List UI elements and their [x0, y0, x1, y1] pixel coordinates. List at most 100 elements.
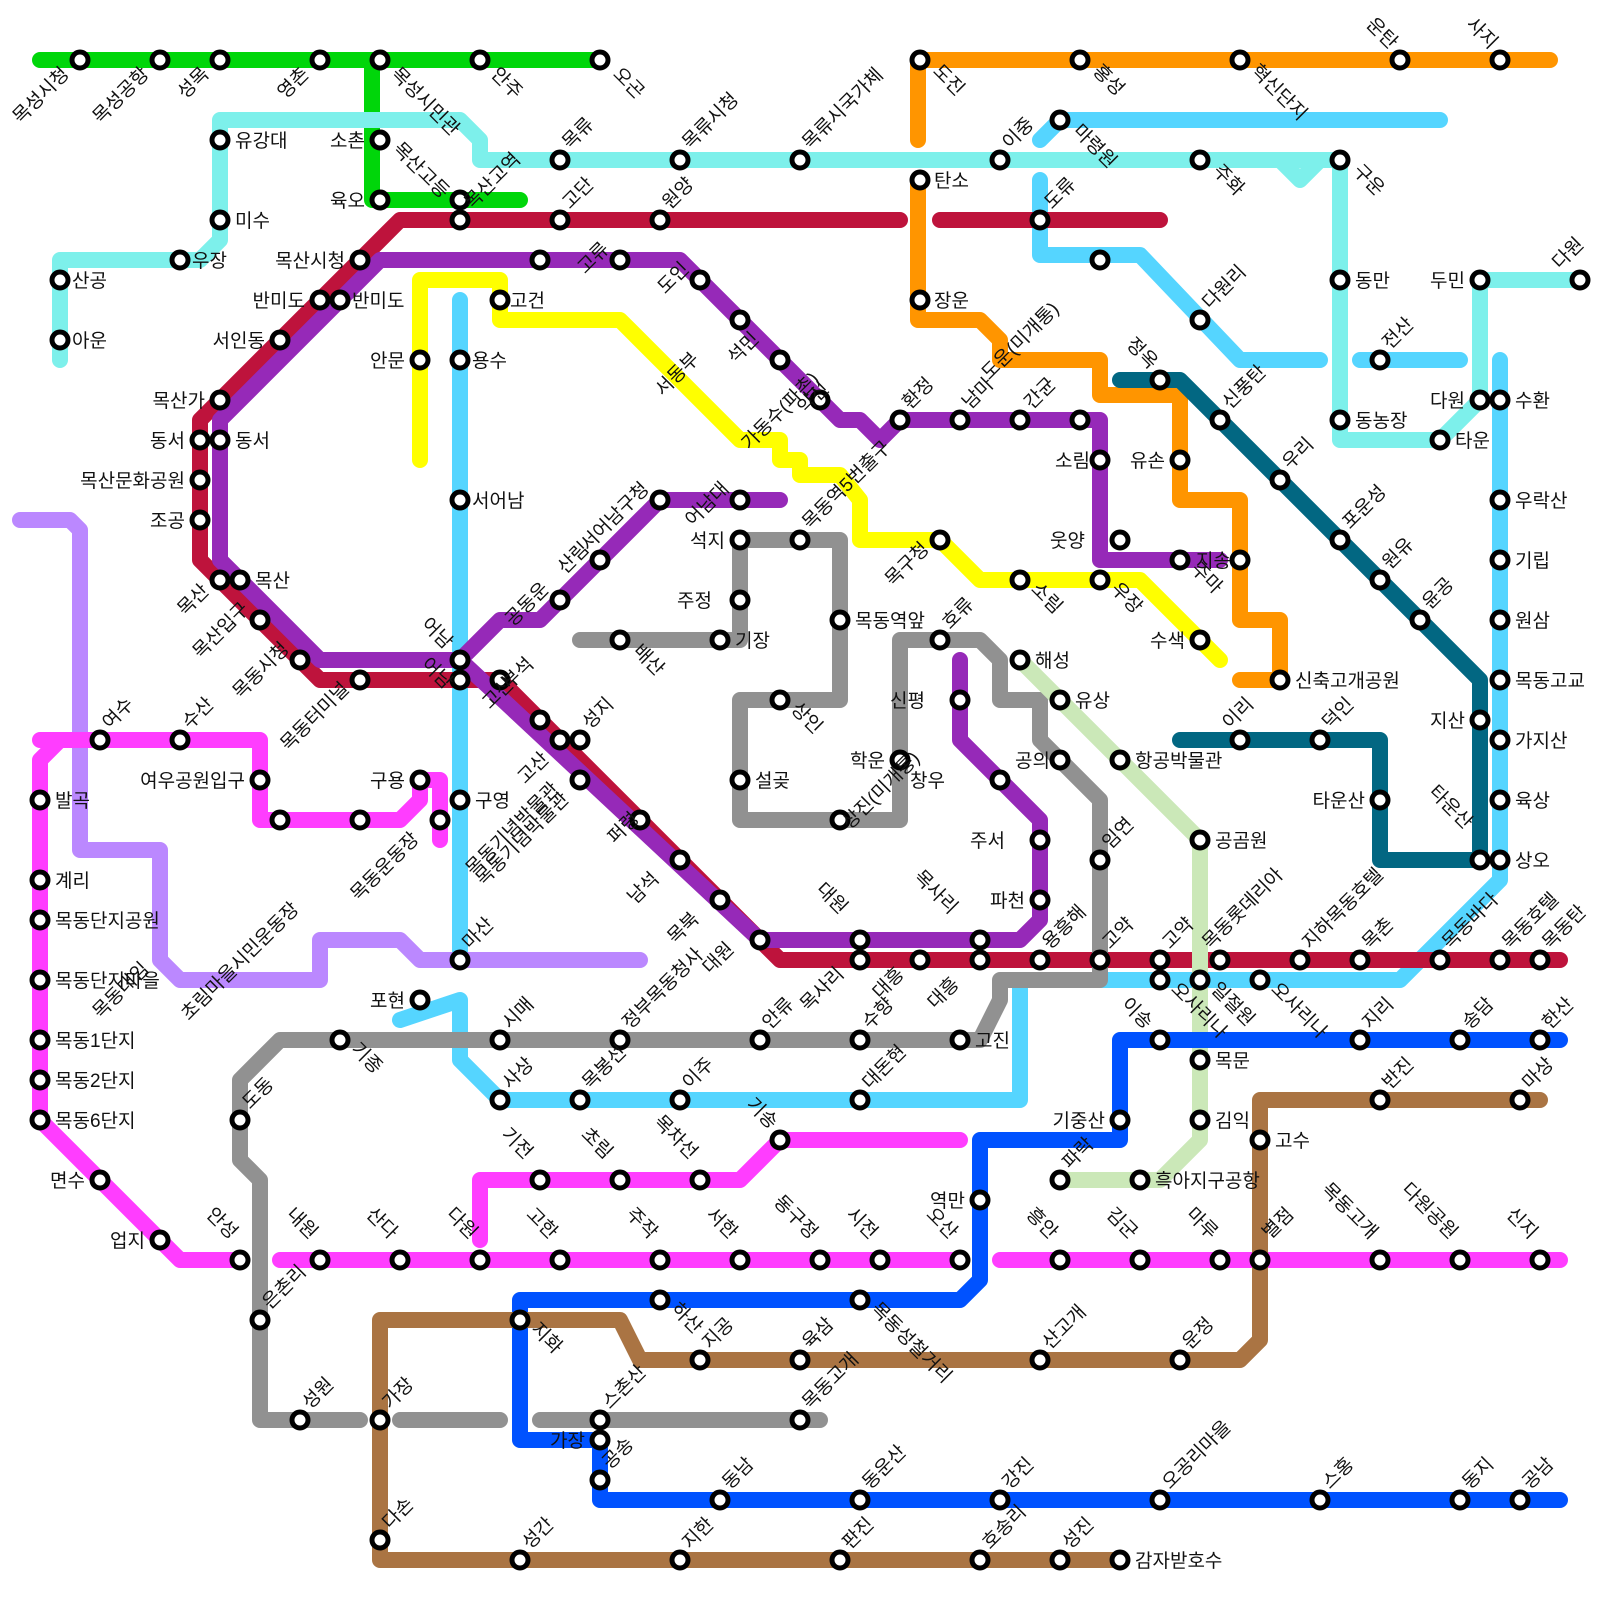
station-marker[interactable]: [432, 812, 448, 828]
station-marker[interactable]: [52, 332, 68, 348]
station-marker[interactable]: [352, 252, 368, 268]
station-marker[interactable]: [572, 1092, 588, 1108]
station-marker[interactable]: [452, 212, 468, 228]
station-marker[interactable]: [32, 972, 48, 988]
station-marker[interactable]: [1052, 112, 1068, 128]
station-marker[interactable]: [92, 732, 108, 748]
station-marker[interactable]: [1532, 1032, 1548, 1048]
station-marker[interactable]: [792, 532, 808, 548]
station-marker[interactable]: [372, 192, 388, 208]
station-marker[interactable]: [1032, 212, 1048, 228]
station-marker[interactable]: [1252, 1132, 1268, 1148]
station-marker[interactable]: [1332, 412, 1348, 428]
station-marker[interactable]: [852, 932, 868, 948]
station-marker[interactable]: [732, 532, 748, 548]
station-marker[interactable]: [32, 1112, 48, 1128]
station-marker[interactable]: [1492, 612, 1508, 628]
station-marker[interactable]: [1492, 732, 1508, 748]
station-marker[interactable]: [692, 1172, 708, 1188]
station-marker[interactable]: [1492, 492, 1508, 508]
station-marker[interactable]: [1012, 572, 1028, 588]
station-marker[interactable]: [732, 772, 748, 788]
station-marker[interactable]: [852, 1032, 868, 1048]
station-marker[interactable]: [1212, 1252, 1228, 1268]
station-marker[interactable]: [1372, 352, 1388, 368]
station-marker[interactable]: [232, 572, 248, 588]
station-marker[interactable]: [492, 1092, 508, 1108]
station-marker[interactable]: [672, 1092, 688, 1108]
station-marker[interactable]: [912, 52, 928, 68]
station-marker[interactable]: [692, 1352, 708, 1368]
station-marker[interactable]: [972, 1192, 988, 1208]
station-marker[interactable]: [592, 1472, 608, 1488]
station-marker[interactable]: [1492, 392, 1508, 408]
station-marker[interactable]: [1572, 272, 1588, 288]
station-marker[interactable]: [1052, 1172, 1068, 1188]
station-marker[interactable]: [452, 652, 468, 668]
station-marker[interactable]: [1352, 952, 1368, 968]
station-marker[interactable]: [1412, 612, 1428, 628]
station-marker[interactable]: [1192, 972, 1208, 988]
station-marker[interactable]: [172, 732, 188, 748]
station-marker[interactable]: [992, 772, 1008, 788]
station-marker[interactable]: [992, 1492, 1008, 1508]
station-marker[interactable]: [1472, 392, 1488, 408]
station-marker[interactable]: [1152, 1492, 1168, 1508]
station-marker[interactable]: [252, 612, 268, 628]
station-marker[interactable]: [1472, 712, 1488, 728]
station-marker[interactable]: [1072, 52, 1088, 68]
station-marker[interactable]: [1472, 852, 1488, 868]
station-marker[interactable]: [972, 1552, 988, 1568]
station-marker[interactable]: [1012, 412, 1028, 428]
station-marker[interactable]: [1052, 692, 1068, 708]
station-marker[interactable]: [952, 1032, 968, 1048]
station-marker[interactable]: [652, 1252, 668, 1268]
station-marker[interactable]: [992, 152, 1008, 168]
station-marker[interactable]: [292, 1412, 308, 1428]
station-marker[interactable]: [1112, 1112, 1128, 1128]
station-marker[interactable]: [32, 912, 48, 928]
station-marker[interactable]: [1332, 272, 1348, 288]
station-marker[interactable]: [1232, 52, 1248, 68]
station-marker[interactable]: [412, 992, 428, 1008]
station-marker[interactable]: [1092, 452, 1108, 468]
station-marker[interactable]: [412, 772, 428, 788]
station-marker[interactable]: [852, 1492, 868, 1508]
station-marker[interactable]: [1512, 1092, 1528, 1108]
station-marker[interactable]: [552, 592, 568, 608]
station-marker[interactable]: [472, 52, 488, 68]
station-marker[interactable]: [1512, 1492, 1528, 1508]
station-marker[interactable]: [592, 1432, 608, 1448]
station-marker[interactable]: [1092, 252, 1108, 268]
station-marker[interactable]: [1492, 852, 1508, 868]
station-marker[interactable]: [212, 52, 228, 68]
station-marker[interactable]: [1252, 1252, 1268, 1268]
station-marker[interactable]: [1032, 832, 1048, 848]
station-marker[interactable]: [232, 1112, 248, 1128]
station-marker[interactable]: [1212, 412, 1228, 428]
station-marker[interactable]: [1152, 1032, 1168, 1048]
station-marker[interactable]: [852, 952, 868, 968]
station-marker[interactable]: [1032, 1352, 1048, 1368]
station-marker[interactable]: [612, 632, 628, 648]
station-marker[interactable]: [1432, 952, 1448, 968]
station-marker[interactable]: [452, 352, 468, 368]
station-marker[interactable]: [1192, 832, 1208, 848]
station-marker[interactable]: [972, 952, 988, 968]
station-marker[interactable]: [932, 532, 948, 548]
station-marker[interactable]: [772, 352, 788, 368]
station-marker[interactable]: [1332, 152, 1348, 168]
station-marker[interactable]: [772, 692, 788, 708]
station-marker[interactable]: [32, 792, 48, 808]
station-marker[interactable]: [852, 1292, 868, 1308]
station-marker[interactable]: [672, 1552, 688, 1568]
station-marker[interactable]: [252, 1312, 268, 1328]
station-marker[interactable]: [1152, 372, 1168, 388]
station-marker[interactable]: [652, 492, 668, 508]
station-marker[interactable]: [32, 1032, 48, 1048]
station-marker[interactable]: [1192, 152, 1208, 168]
station-marker[interactable]: [532, 252, 548, 268]
station-marker[interactable]: [212, 212, 228, 228]
station-marker[interactable]: [1272, 672, 1288, 688]
station-marker[interactable]: [1452, 1492, 1468, 1508]
